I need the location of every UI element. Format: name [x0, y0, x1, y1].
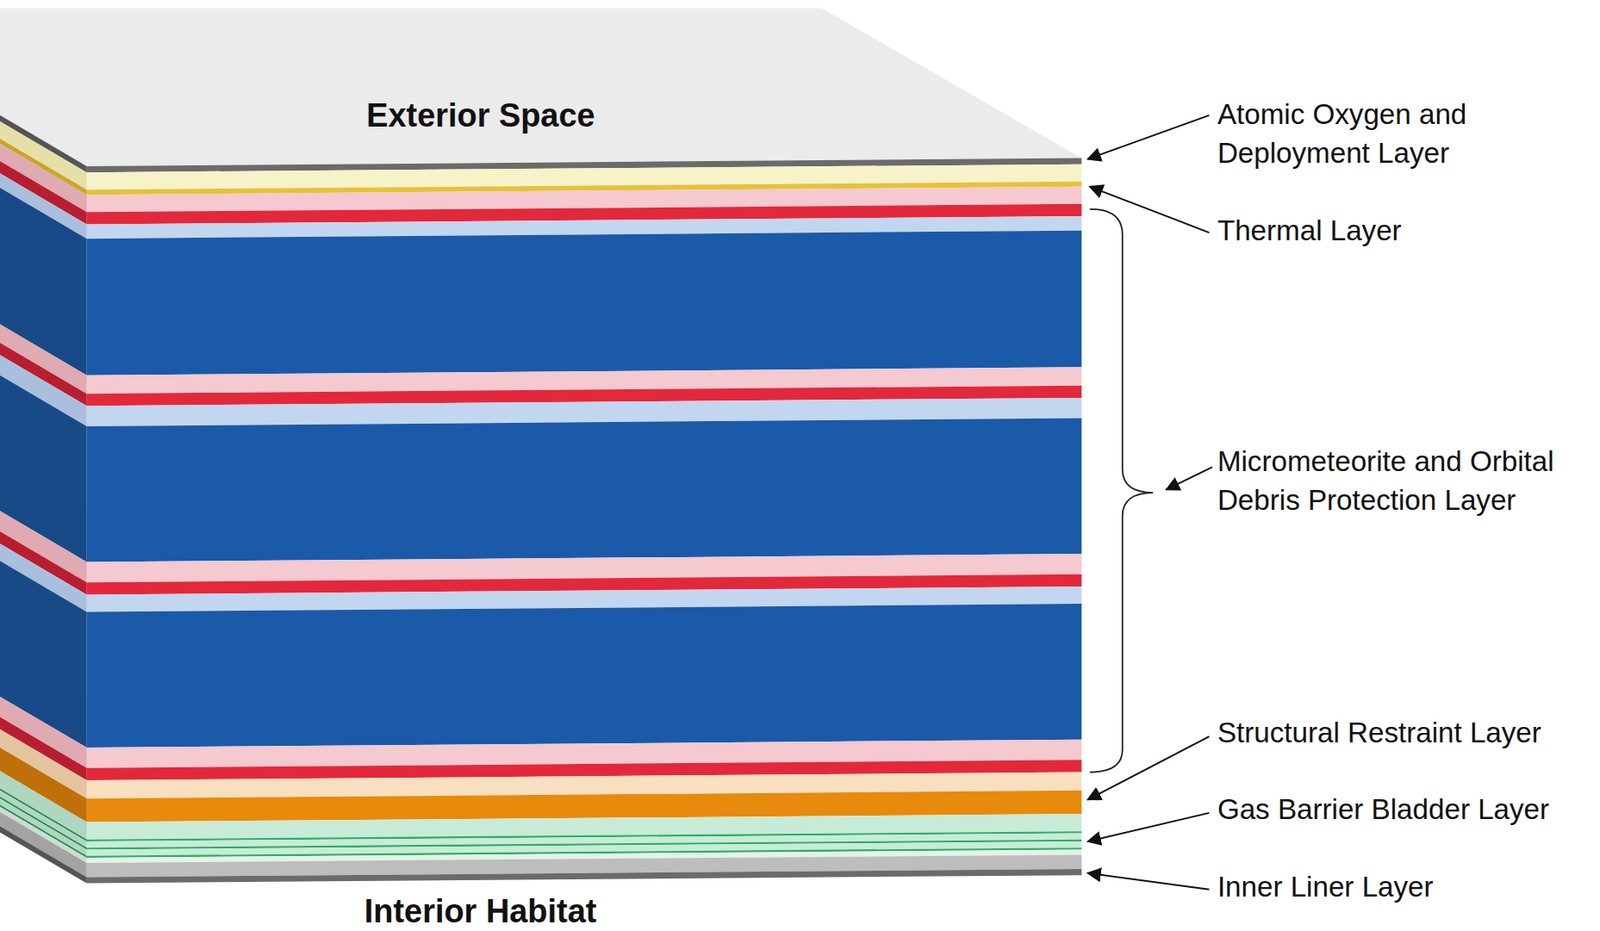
- leader-line: [1087, 115, 1209, 160]
- region-label: Exterior Space: [366, 95, 595, 135]
- layer-front: [87, 418, 1083, 563]
- layer-front: [87, 230, 1083, 376]
- layer-callout: Micrometeorite and Orbital Debris Protec…: [1217, 442, 1594, 521]
- region-label: Interior Habitat: [364, 891, 598, 931]
- layer-callout: Gas Barrier Bladder Layer: [1217, 790, 1550, 830]
- layer-callout: Atomic Oxygen and Deployment Layer: [1217, 95, 1513, 174]
- layer-callout: Thermal Layer: [1217, 211, 1402, 251]
- layer-stack: [0, 115, 1082, 885]
- leader-line: [1089, 186, 1210, 233]
- layer-front: [87, 869, 1083, 885]
- layer-side: [0, 826, 88, 884]
- layer-callout: Inner Liner Layer: [1217, 868, 1434, 908]
- bracket: [1089, 209, 1153, 773]
- leader-line: [1087, 736, 1209, 800]
- layer-front: [87, 603, 1083, 748]
- layer-callout: Structural Restraint Layer: [1217, 714, 1542, 754]
- leader-line: [1087, 813, 1209, 842]
- leader-line: [1087, 873, 1209, 891]
- leader-line: [1166, 466, 1213, 490]
- top-face: [0, 7, 1082, 167]
- layer-side: [0, 812, 88, 878]
